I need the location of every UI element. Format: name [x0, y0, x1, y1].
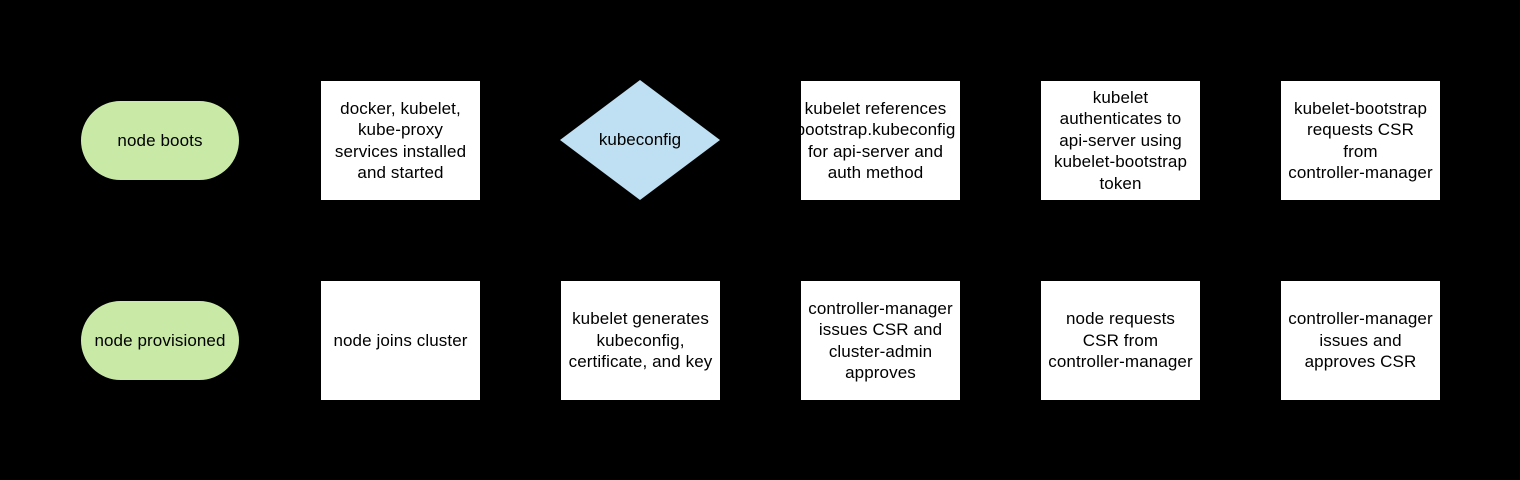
- kubelet-generates-label: kubelet generates kubeconfig, certificat…: [568, 309, 713, 372]
- bootstrap-requests-csr-process[interactable]: kubelet-bootstrap requests CSR from cont…: [1281, 81, 1440, 200]
- kubeconfig-decision[interactable]: kubeconfig: [560, 80, 720, 200]
- kubelet-references-bootstrap-process[interactable]: kubelet references bootstrap.kubeconfig …: [796, 81, 960, 200]
- kubeconfig-decision-label: kubeconfig: [598, 130, 682, 150]
- node-requests-csr-label: node requests CSR from controller-manage…: [1048, 309, 1193, 372]
- kubelet-authenticates-label: kubelet authenticates to api-server usin…: [1053, 87, 1188, 193]
- cm-issues-approves-process[interactable]: controller-manager issues and approves C…: [1281, 281, 1440, 400]
- node-requests-csr-process[interactable]: node requests CSR from controller-manage…: [1041, 281, 1200, 400]
- node-joins-cluster-process[interactable]: node joins cluster: [321, 281, 480, 400]
- services-installed-process[interactable]: docker, kubelet, kube-proxy services ins…: [321, 81, 480, 200]
- cm-issues-approves-label: controller-manager issues and approves C…: [1288, 309, 1433, 372]
- node-provisioned-label: node provisioned: [94, 330, 226, 350]
- bootstrap-requests-csr-label: kubelet-bootstrap requests CSR from cont…: [1288, 98, 1433, 183]
- node-provisioned-terminator[interactable]: node provisioned: [81, 301, 239, 380]
- services-installed-label: docker, kubelet, kube-proxy services ins…: [334, 98, 467, 183]
- cm-issues-csr-process[interactable]: controller-manager issues CSR and cluste…: [801, 281, 960, 400]
- kubelet-references-bootstrap-label: kubelet references bootstrap.kubeconfig …: [795, 98, 956, 183]
- diamond-shape: [560, 80, 720, 200]
- node-boots-label: node boots: [117, 130, 203, 150]
- kubelet-generates-process[interactable]: kubelet generates kubeconfig, certificat…: [561, 281, 720, 400]
- node-joins-cluster-label: node joins cluster: [333, 330, 468, 350]
- cm-issues-csr-label: controller-manager issues CSR and cluste…: [808, 298, 953, 383]
- kubelet-authenticates-process[interactable]: kubelet authenticates to api-server usin…: [1041, 81, 1200, 200]
- node-boots-terminator[interactable]: node boots: [81, 101, 239, 180]
